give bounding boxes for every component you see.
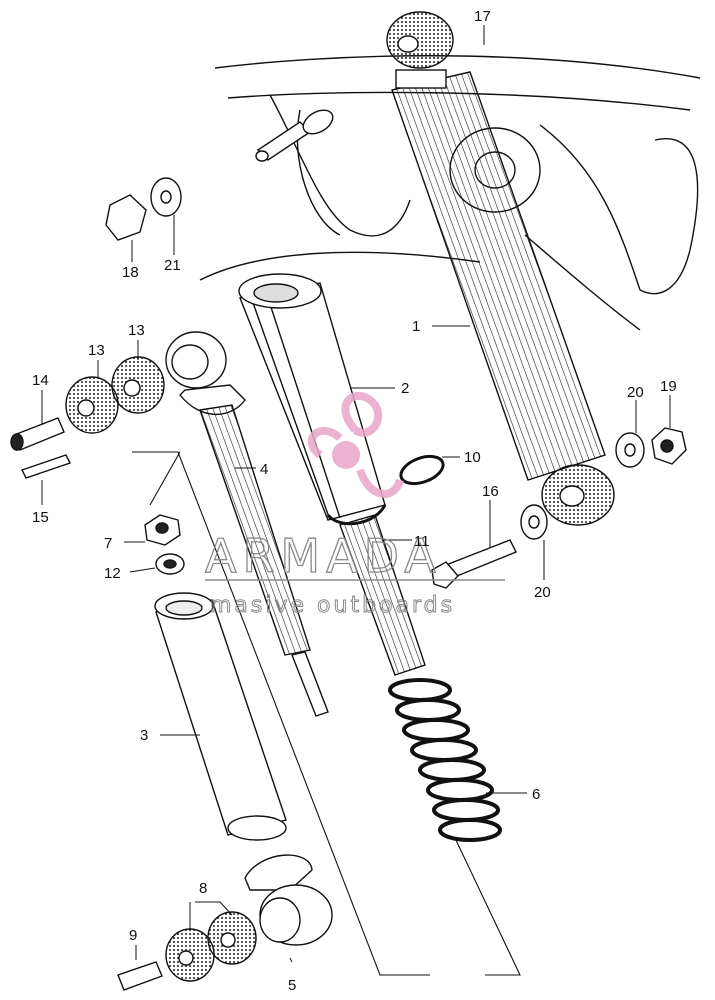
part-1-shock-absorber (386, 11, 615, 526)
part-18-cap-nut (105, 194, 147, 241)
part-20-washer-right (615, 432, 645, 468)
part-5-lower-eye (244, 854, 333, 946)
assembly-lines (132, 451, 521, 976)
callout-8: 8 (199, 880, 207, 897)
callout-12: 12 (104, 565, 121, 582)
part-7-nut (144, 514, 181, 546)
part-8-rubber-bushes (165, 911, 257, 982)
callout-13-left: 13 (88, 342, 105, 359)
callout-18: 18 (122, 264, 139, 281)
leader-lines (41, 25, 671, 963)
part-14-sleeve (10, 417, 65, 451)
callout-20-right: 20 (627, 384, 644, 401)
part-9-sleeve (117, 961, 163, 991)
callout-19: 19 (660, 378, 677, 395)
callout-2: 2 (401, 380, 409, 397)
part-12-nut (155, 553, 185, 575)
callout-7: 7 (104, 535, 112, 552)
callout-20-lower: 20 (534, 584, 551, 601)
callout-10: 10 (464, 449, 481, 466)
part-15-pin (21, 454, 71, 479)
callout-16: 16 (482, 483, 499, 500)
part-4-damper-rod (165, 331, 329, 717)
callout-11: 11 (414, 533, 430, 550)
callout-1: 1 (412, 318, 420, 335)
armada-logo (307, 391, 404, 498)
part-11-damper-tube (339, 514, 426, 676)
callout-6: 6 (532, 786, 540, 803)
part-20-washer-lower (520, 504, 548, 540)
armada-watermark-text: ARMADA masive outboards (204, 528, 505, 619)
part-16-bolt (431, 539, 517, 589)
part-19-nut (651, 427, 687, 465)
part-3-lower-cover (154, 592, 287, 841)
callout-labels: 1 2 3 4 5 6 7 8 9 10 11 12 13 13 14 15 1… (32, 8, 677, 994)
callout-17: 17 (474, 8, 491, 25)
mount-stud (255, 109, 334, 162)
callout-13-right: 13 (128, 322, 145, 339)
callout-14: 14 (32, 372, 49, 389)
callout-5: 5 (288, 977, 296, 994)
part-10-o-ring (399, 454, 445, 486)
part-21-washer (150, 177, 182, 217)
part-13-rubber-bushes (65, 356, 165, 434)
svg-text:masive outboards: masive outboards (210, 593, 455, 618)
svg-text:ARMADA: ARMADA (205, 529, 442, 583)
callout-3: 3 (140, 727, 148, 744)
part-6-spring (388, 678, 502, 842)
callout-9: 9 (129, 927, 137, 944)
callout-4: 4 (260, 461, 268, 478)
callout-21: 21 (164, 257, 181, 274)
callout-15: 15 (32, 509, 49, 526)
